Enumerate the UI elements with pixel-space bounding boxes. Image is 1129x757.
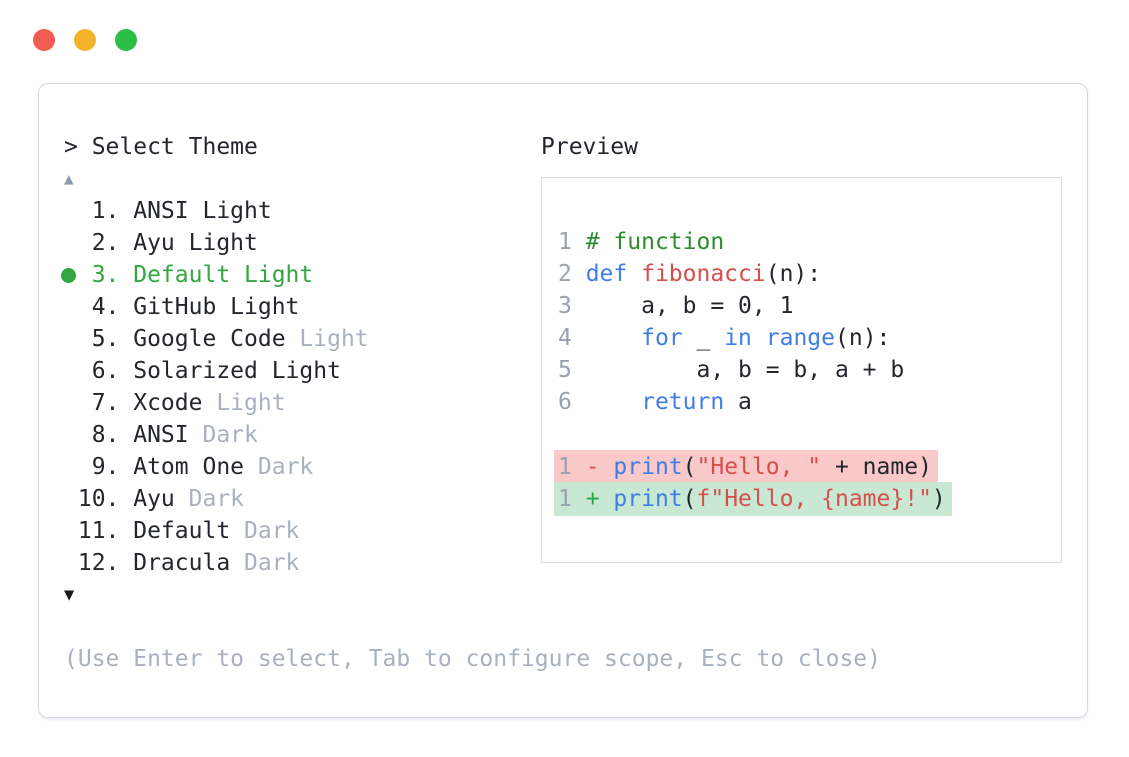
code-segment-name: fibonacci [641,261,766,287]
code-segment-keyword: in [724,325,752,351]
theme-item-label: 7. Xcode [64,390,217,416]
theme-item-xcode[interactable]: 7. Xcode Light [64,387,541,419]
theme-item-variant-label: Light [299,326,369,352]
code-segment-default: ) [931,486,946,512]
theme-item-ansi-light[interactable]: 1. ANSI Light [64,195,541,227]
code-segment-default: (n): [765,261,822,287]
scroll-up-row: ▲ [64,163,541,195]
code-segment-keyword: print [613,454,683,480]
code-line: 5 a, b = b, a + b [558,354,1061,386]
theme-item-label: 2. Ayu Light [64,230,258,256]
spacer-line [64,611,541,643]
theme-item-ayu[interactable]: 10. Ayu Dark [64,483,541,515]
theme-list-column: > Select Theme ▲ 1. ANSI Light 2. Ayu Li… [61,131,881,675]
theme-item-label: 3. Default Light [64,262,314,288]
code-segment-string: f"Hello, {name}!" [696,486,932,512]
code-segment-default [752,325,766,351]
code-line: 4 for _ in range(n): [558,322,1061,354]
scroll-up-icon: ▲ [64,169,74,188]
code-segment-default: a, b = 0, 1 [585,293,794,319]
theme-item-variant-label: Dark [244,550,300,576]
code-segment-default: (n): [835,325,891,351]
theme-item-ansi[interactable]: 8. ANSI Dark [64,419,541,451]
theme-item-label: 6. Solarized Light [64,358,341,384]
line-number: 4 [558,325,586,351]
line-number: 2 [558,261,586,287]
code-segment-plus: + [585,486,614,512]
theme-item-label: 11. Default [64,518,245,544]
code-segment-keyword: return [641,389,725,415]
code-segment-string: "Hello, " [696,454,822,480]
theme-item-label: 12. Dracula [64,550,245,576]
code-segment-minus: - [585,454,614,480]
scroll-down-icon: ▼ [64,585,75,605]
theme-item-variant-label: Dark [244,518,300,544]
code-segment-keyword: print [613,486,683,512]
code-segment-keyword: def [585,261,642,287]
theme-item-google-code[interactable]: 5. Google Code Light [64,323,541,355]
code-segment-default: a [724,389,752,415]
theme-item-label: 10. Ayu [64,486,189,512]
diff-line-added: 1 + print(f"Hello, {name}!") [554,482,1061,516]
theme-item-solarized-light[interactable]: 6. Solarized Light [64,355,541,387]
code-line: 3 a, b = 0, 1 [558,290,1061,322]
preview-title: Preview [541,134,638,160]
theme-item-dracula[interactable]: 12. Dracula Dark [64,547,541,579]
theme-item-label: 8. ANSI [64,422,203,448]
theme-item-variant-label: Dark [188,486,245,512]
theme-item-label: 5. Google Code [64,326,300,352]
code-segment-default: _ [682,325,725,351]
theme-list: 1. ANSI Light 2. Ayu Light 3. Default Li… [61,195,541,579]
code-line [558,418,1061,450]
theme-item-label: 9. Atom One [64,454,258,480]
select-theme-prompt: > Select Theme [64,134,258,160]
scroll-down-row: ▼ [64,579,541,611]
theme-item-variant-label: Light [216,390,286,416]
diff-line-removed: 1 - print("Hello, " + name) [554,450,1061,484]
theme-item-label: 1. ANSI Light [64,198,272,224]
code-segment-keyword: range [765,325,835,351]
code-line: 2 def fibonacci(n): [558,258,1061,290]
line-number: 3 [558,293,586,319]
help-text: (Use Enter to select, Tab to configure s… [64,646,881,672]
theme-picker-panel: > Select Theme ▲ 1. ANSI Light 2. Ayu Li… [38,83,1088,718]
code-segment-default: ( [682,486,697,512]
minimize-button[interactable] [74,29,96,51]
code-line: 1 # function [558,226,1061,258]
code-segment-default [586,325,641,351]
code-segment-default [586,389,641,415]
code-segment-keyword: for [641,325,683,351]
theme-item-atom-one[interactable]: 9. Atom One Dark [64,451,541,483]
line-number: 5 [558,357,586,383]
line-number: 1 [558,454,586,480]
zoom-button[interactable] [115,29,137,51]
theme-item-default[interactable]: 11. Default Dark [64,515,541,547]
selected-indicator-dot [61,268,76,283]
theme-item-github-light[interactable]: 4. GitHub Light [64,291,541,323]
theme-item-variant-label: Dark [257,454,314,480]
code-segment-default: + name) [821,454,932,480]
window-traffic-lights [33,29,137,51]
theme-item-ayu-light[interactable]: 2. Ayu Light [64,227,541,259]
close-button[interactable] [33,29,55,51]
code-segment-comment: # function [585,229,725,255]
line-number: 1 [558,229,586,255]
theme-item-variant-label: Dark [202,422,258,448]
line-number: 1 [558,486,586,512]
line-number: 6 [558,389,586,415]
theme-item-default-light[interactable]: 3. Default Light [61,259,541,291]
theme-item-label: 4. GitHub Light [64,294,300,320]
code-segment-default: ( [682,454,697,480]
code-line: 6 return a [558,386,1061,418]
code-segment-default: a, b = b, a + b [585,357,905,383]
